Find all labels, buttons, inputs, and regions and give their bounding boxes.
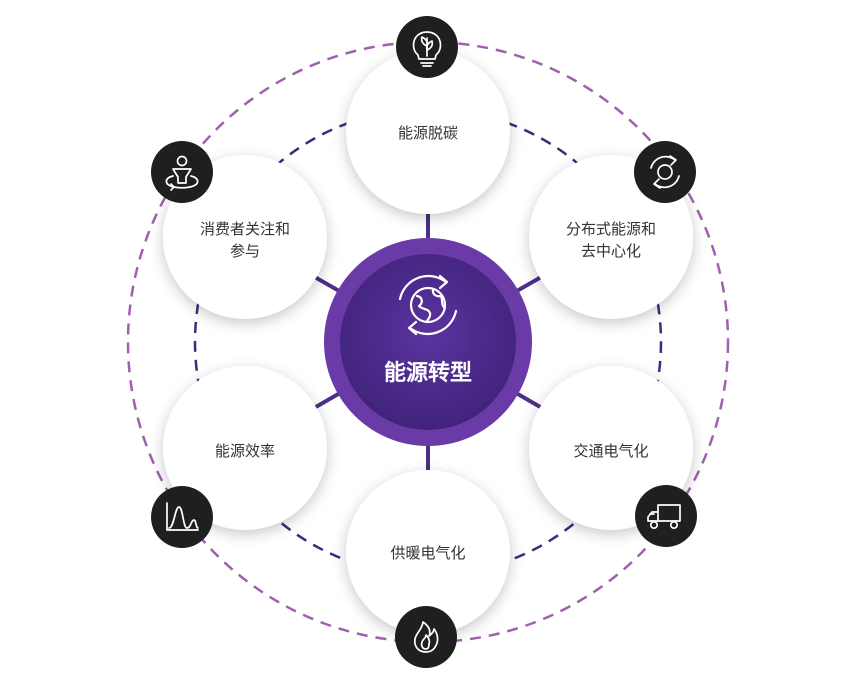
node-efficiency: 能源效率 — [163, 366, 327, 530]
node-label: 交通电气化 — [573, 442, 648, 460]
node-label: 参与 — [230, 242, 260, 260]
curve-chart-icon — [151, 486, 213, 548]
node-label: 能源脱碳 — [398, 124, 458, 142]
node-circle — [346, 50, 510, 214]
node-label: 能源效率 — [215, 442, 275, 460]
person-ring-icon — [151, 141, 213, 203]
cycle-arrows-icon — [634, 141, 696, 203]
node-label: 分布式能源和 — [566, 220, 656, 238]
node-label: 供暖电气化 — [390, 544, 465, 562]
node-consumer: 消费者关注和 参与 — [163, 155, 327, 319]
node-circle — [346, 470, 510, 634]
center-hub: 能源转型 — [324, 238, 532, 446]
center-inner-circle — [340, 254, 516, 430]
node-circle — [163, 366, 327, 530]
node-label: 去中心化 — [581, 242, 641, 260]
node-heating: 供暖电气化 — [346, 470, 510, 634]
node-circle — [163, 155, 327, 319]
globe-recycle-icon — [398, 274, 458, 336]
flame-icon — [395, 606, 457, 668]
truck-icon — [635, 485, 697, 547]
center-label: 能源转型 — [384, 360, 472, 386]
leaf-bulb-icon — [396, 16, 458, 78]
node-label: 消费者关注和 — [200, 220, 290, 238]
node-decarbonization: 能源脱碳 — [346, 50, 510, 214]
